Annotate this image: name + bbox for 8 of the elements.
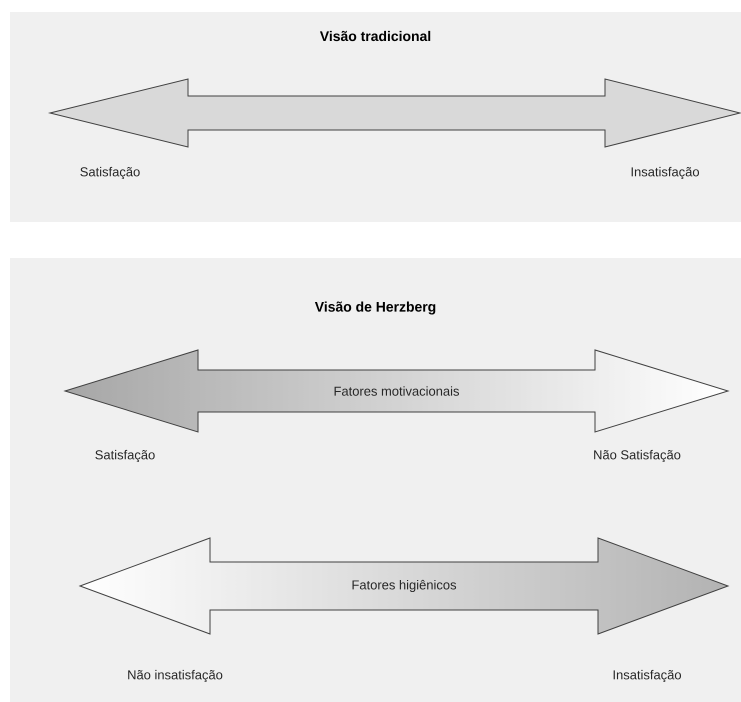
end-label: Não Satisfação [594, 450, 680, 462]
end-label: Insatisfação [632, 166, 699, 180]
end-label: Não insatisfação [128, 670, 222, 682]
end-label: Satisfação [80, 166, 140, 180]
end-label: Satisfação [95, 450, 155, 462]
end-label: Insatisfação [614, 670, 681, 682]
panel-title: Visão de Herzberg [314, 301, 436, 315]
panel-title: Visão tradicional [320, 30, 430, 42]
